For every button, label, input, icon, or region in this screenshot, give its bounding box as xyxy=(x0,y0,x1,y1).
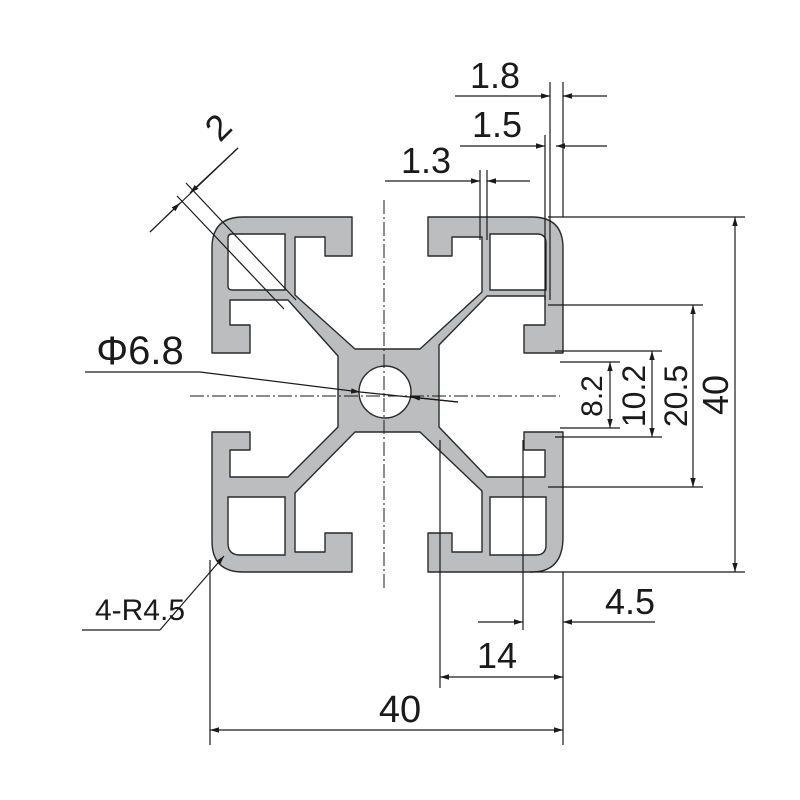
dim-20-5-label: 20.5 xyxy=(658,365,694,427)
height-label: 40 xyxy=(695,375,736,415)
diagonal-extension-outer xyxy=(185,182,297,301)
diagonal-arrow-a xyxy=(149,202,181,233)
width-label: 40 xyxy=(379,689,421,731)
lip-offset-label: 4.5 xyxy=(605,581,655,622)
corner-cell-top-left xyxy=(227,233,286,291)
dim-1-5-label: 1.5 xyxy=(472,104,522,145)
bore-diameter-label: Φ6.8 xyxy=(96,329,184,373)
slot-opening-label: 14 xyxy=(477,635,517,676)
dim-10-2-label: 10.2 xyxy=(616,365,652,427)
bore-leader xyxy=(199,371,361,394)
diagonal-arrow-b xyxy=(189,147,239,194)
dim-1-8-label: 1.8 xyxy=(470,55,520,96)
diagonal-extension-inner xyxy=(176,195,285,310)
radius-leader xyxy=(159,555,225,631)
diagonal-web-label: 2 xyxy=(197,106,240,149)
corner-cell-bottom-left xyxy=(227,496,286,556)
center-bore-hole xyxy=(358,365,412,419)
bore-leader-arrow-b xyxy=(410,395,459,403)
corner-cell-top-right xyxy=(489,233,547,291)
dim-8-2-label: 8.2 xyxy=(576,375,609,417)
corner-radius-label: 4-R4.5 xyxy=(95,594,185,627)
dim-1-3-label: 1.3 xyxy=(401,140,451,181)
dimensions: 40 14 4.5 40 20.5 10.2 8.2 xyxy=(82,55,745,745)
corner-cell-bottom-right xyxy=(489,496,547,556)
